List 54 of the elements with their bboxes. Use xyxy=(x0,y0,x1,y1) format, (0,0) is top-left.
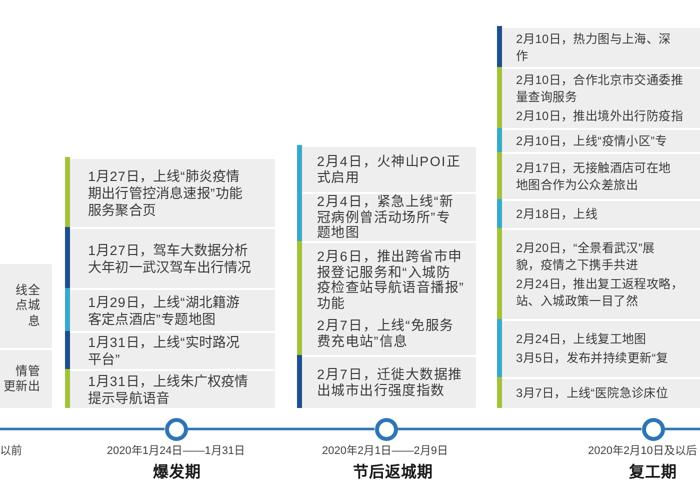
event-text: 2月10日，合作北京市交通委推量查询服务 xyxy=(516,72,684,106)
event-text: 1月31日，上线“实时路况平台” xyxy=(88,334,240,368)
event-text: 2月17日，无接触酒店可在地地图合作为公众差旅出 xyxy=(516,160,671,194)
event-text: 情管更新出 xyxy=(3,364,40,394)
event-card xyxy=(297,241,476,355)
event-card xyxy=(497,199,700,228)
timeline-line xyxy=(664,428,700,430)
timeline-marker xyxy=(374,418,398,440)
event-card xyxy=(497,228,700,319)
event-text: 3月5日，发布并持续更新“复 xyxy=(516,350,668,367)
event-text: 2月24日，上线复工地图 xyxy=(516,331,646,348)
event-card xyxy=(65,331,275,369)
event-card xyxy=(497,128,700,152)
event-text: 2月18日，上线 xyxy=(516,206,598,223)
event-card xyxy=(65,369,275,408)
event-text: 1月29日，上线“湖北籍游客定点酒店”专题地图 xyxy=(88,294,240,328)
event-text: 2月4日，紧急上线“新冠病例曾活动场所”专题地图 xyxy=(317,194,454,241)
event-card xyxy=(497,26,700,67)
event-card xyxy=(65,227,275,288)
timeline-line xyxy=(0,428,164,430)
timeline-marker xyxy=(642,418,664,440)
event-card xyxy=(65,157,275,227)
timeline-marker xyxy=(164,418,188,440)
event-card xyxy=(497,377,700,408)
event-card xyxy=(497,67,700,128)
event-text: 2月7日，上线“免服务费充电站”信息 xyxy=(317,318,454,349)
phase-label: 复工期 xyxy=(629,462,677,483)
phase-label: 节后返城期 xyxy=(353,462,433,483)
date-label: 以前 xyxy=(0,444,22,458)
event-text: 1月27日，上线“肺炎疫情期出行管控消息速报”功能服务聚合页 xyxy=(88,168,243,218)
phase-label: 爆发期 xyxy=(153,462,201,483)
event-text: 2月6日，推出跨省市申报登记服务和“入城防疫检查站导航语音播报”功能 xyxy=(317,249,465,311)
timeline-line xyxy=(398,428,642,430)
event-text: 1月31日，上线朱广权疫情提示导航语音 xyxy=(88,372,248,406)
date-label: 2020年1月24日——1月31日 xyxy=(106,444,246,458)
event-text: 1月27日，驾车大数据分析大年初一武汉驾车出行情况 xyxy=(88,242,252,276)
event-text: 2月10日，推出境外出行防疫指 xyxy=(516,108,684,125)
event-text: 2月20日，“全景看武汉”展貌，疫情之下携手共进 xyxy=(516,240,655,274)
event-card xyxy=(65,288,275,331)
event-text: 2月7日，迁徙大数据推出城市出行强度指数 xyxy=(317,367,462,398)
event-text: 线全点城息 xyxy=(16,282,40,330)
event-text: 3月7日，上线“医院急诊床位 xyxy=(516,385,668,402)
timeline-line xyxy=(188,428,374,430)
event-text: 2月4日，火神山POI正式启用 xyxy=(317,154,461,185)
event-text: 2月24日，推出复工返程攻略，站、入城政策一目了然 xyxy=(516,276,684,310)
event-card xyxy=(297,145,476,192)
event-text: 2月10日，热力图与上海、深作 xyxy=(516,30,671,64)
event-card xyxy=(497,152,700,199)
date-label: 2020年2月10日及以后 xyxy=(588,444,697,458)
event-card xyxy=(297,355,476,408)
event-card xyxy=(497,319,700,377)
event-card xyxy=(297,192,476,241)
date-label: 2020年2月1日——2月9日 xyxy=(322,444,448,458)
event-text: 2月10日，上线“疫情小区”专 xyxy=(516,132,668,150)
